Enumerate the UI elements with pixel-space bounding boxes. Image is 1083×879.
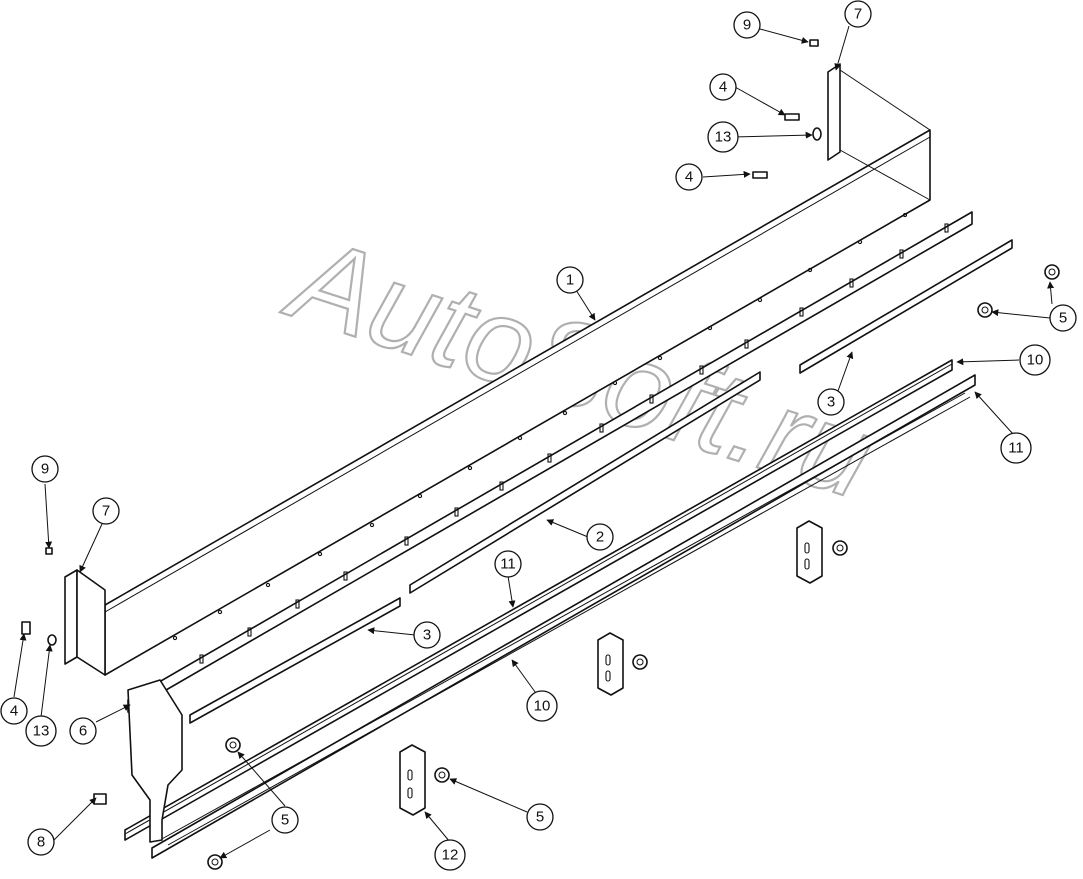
callout-4-left-label: 4 [10,703,18,720]
callout-7-left: 7 [92,497,120,525]
callout-4-middle: 4 [675,163,703,191]
middle-strip [409,371,761,594]
nut-5 [207,854,223,870]
end-bracket-right [827,63,931,201]
mounting-bracket-3 [796,520,823,584]
callout-10-right-label: 10 [1027,352,1044,369]
mounting-bracket-2 [597,632,624,696]
callout-4-middle-label: 4 [685,169,693,186]
callout-4-top: 4 [709,73,737,101]
callout-11-right: 11 [1000,432,1032,464]
rail-upper [124,359,953,841]
callout-1: 1 [556,266,584,294]
washer-left [47,634,57,646]
callout-12-label: 12 [442,847,459,864]
callout-11-right-label: 11 [1008,440,1024,457]
callout-10-bottom: 10 [526,690,558,722]
callout-5-bottom: 5 [526,803,554,831]
end-bracket-left [64,569,106,676]
callout-9-left: 9 [31,455,59,483]
rail-lower [151,374,976,859]
callout-13-left: 13 [25,715,57,747]
callout-2: 2 [586,523,614,551]
callout-7-right: 7 [844,0,872,28]
callout-7-right-label: 7 [854,6,862,23]
callout-2-label: 2 [596,529,604,546]
callout-3-right-label: 3 [827,394,835,411]
callout-13-top-label: 13 [715,129,732,146]
nut-1 [1044,264,1060,280]
callout-1-label: 1 [566,272,574,289]
short-strip-right [799,239,1013,374]
callout-5-left-label: 5 [281,812,289,829]
callout-13-top: 13 [707,121,739,153]
callout-5-bottom-label: 5 [536,809,544,826]
leader-lines [13,25,1055,859]
callout-11-middle: 11 [494,550,522,578]
callout-10-bottom-label: 10 [534,698,551,715]
nut-2 [977,302,993,318]
nut-4 [434,767,450,783]
bolt-left [21,621,31,635]
callout-3-left-label: 3 [423,627,431,644]
callout-3-right: 3 [817,388,845,416]
callout-9-right-label: 9 [743,17,751,34]
screw-upper-right [809,39,819,47]
panel-holes [172,212,908,641]
callout-11-middle-label: 11 [500,556,516,573]
bolt-upper-right-2 [752,171,768,179]
strip-slots [199,223,949,664]
nut-6 [632,654,648,670]
callout-5-left: 5 [271,806,299,834]
callout-9-left-label: 9 [41,461,49,478]
callout-3-left: 3 [413,621,441,649]
callout-5-top-right-label: 5 [1059,310,1067,327]
callout-6-label: 6 [79,723,87,740]
callout-4-top-label: 4 [719,79,727,96]
callout-12: 12 [434,839,466,871]
nut-3 [225,737,241,753]
gusset-plate [127,679,183,843]
short-strip-left [189,597,401,724]
nut-7 [832,540,848,556]
callout-8: 8 [27,828,55,856]
callout-4-left: 4 [0,697,28,725]
callout-9-right: 9 [733,11,761,39]
callout-7-left-label: 7 [102,503,110,520]
callout-10-right: 10 [1019,344,1051,376]
bolt-upper-right-1 [784,113,800,121]
screw-left [45,547,53,555]
callout-13-left-label: 13 [33,723,50,740]
mounting-bracket-1 [399,744,426,816]
washer-upper-right [812,127,822,141]
bolt-lower-left [93,793,107,805]
callout-5-top-right: 5 [1049,304,1077,332]
callout-6: 6 [69,717,97,745]
callout-8-label: 8 [37,834,45,851]
